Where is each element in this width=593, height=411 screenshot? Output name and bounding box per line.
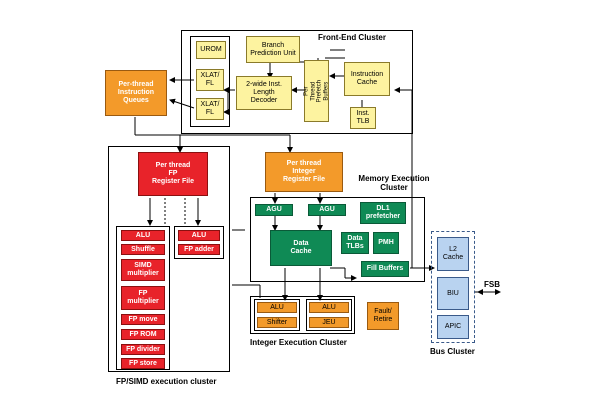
fp-rom: FP ROM — [121, 329, 165, 340]
integer-execution-cluster-frame — [250, 296, 355, 334]
memory-execution-cluster-frame — [250, 197, 425, 282]
agu-box-2: AGU — [308, 204, 346, 216]
agu-box-1: AGU — [255, 204, 293, 216]
fp-register-file-box: Per thread FP Register File — [138, 152, 208, 196]
fsb-label: FSB — [484, 280, 500, 289]
fp-simd-multiplier: SIMD multiplier — [121, 259, 165, 281]
instruction-cache-box: Instruction Cache — [344, 62, 390, 96]
instruction-queues-box: Per-thread Instruction Queues — [105, 70, 167, 116]
memory-execution-cluster-title: Memory Execution Cluster — [358, 174, 430, 192]
int-alu-box-2: ALU — [309, 302, 349, 313]
front-end-cluster-title: Front-End Cluster — [318, 33, 386, 42]
xlat-fl-box-1: XLAT/ FL — [196, 69, 224, 91]
fp-move: FP move — [121, 314, 165, 325]
branch-prediction-unit-box: Branch Prediction Unit — [246, 36, 300, 63]
data-cache-box: Data Cache — [270, 230, 332, 266]
apic-box: APIC — [437, 315, 469, 339]
fault-retire-box: Fault/ Retire — [367, 302, 399, 330]
prefetch-buffers-box: Per Thread Prefetch Buffers — [303, 60, 330, 122]
pmh-box: PMH — [373, 232, 399, 254]
fp-simd-cluster-frame — [108, 146, 230, 372]
l2-cache-box: L2 Cache — [437, 237, 469, 271]
fp-multiplier: FP multiplier — [121, 286, 165, 310]
fp-divider: FP divider — [121, 344, 165, 355]
integer-units-right-frame — [306, 299, 352, 331]
urom-box: UROM — [196, 41, 226, 59]
fp-alu-left: ALU — [121, 230, 165, 241]
biu-box: BIU — [437, 277, 469, 310]
front-end-cluster-frame — [181, 30, 413, 134]
dl1-prefetcher-box: DL1 prefetcher — [360, 202, 406, 224]
fp-units-right-frame — [174, 226, 224, 259]
bus-cluster-title: Bus Cluster — [430, 347, 475, 356]
prefetch-buffers-label: Per Thread Prefetch Buffers — [303, 79, 330, 103]
int-alu-box-1: ALU — [257, 302, 297, 313]
xlat-group-frame — [190, 36, 230, 127]
fp-shuffle: Shuffle — [121, 244, 165, 255]
fp-alu-right: ALU — [178, 230, 220, 241]
jeu-box: JEU — [309, 317, 349, 328]
inst-tlb-box: Inst. TLB — [350, 107, 376, 129]
integer-register-file-box: Per thread Integer Register File — [265, 152, 343, 192]
bus-cluster-frame — [431, 231, 475, 343]
fp-store: FP store — [121, 358, 165, 369]
shifter-box: Shifter — [257, 317, 297, 328]
integer-units-left-frame — [254, 299, 300, 331]
fp-simd-cluster-title: FP/SIMD execution cluster — [116, 377, 217, 386]
fp-units-left-frame — [116, 226, 170, 370]
xlat-fl-box-2: XLAT/ FL — [196, 98, 224, 120]
fp-adder: FP adder — [178, 244, 220, 255]
integer-execution-cluster-title: Integer Execution Cluster — [250, 338, 347, 347]
fill-buffers-box: Fill Buffers — [361, 261, 409, 277]
data-tlbs-box: Data TLBs — [341, 232, 369, 254]
length-decoder-box: 2-wide Inst. Length Decoder — [236, 76, 292, 110]
